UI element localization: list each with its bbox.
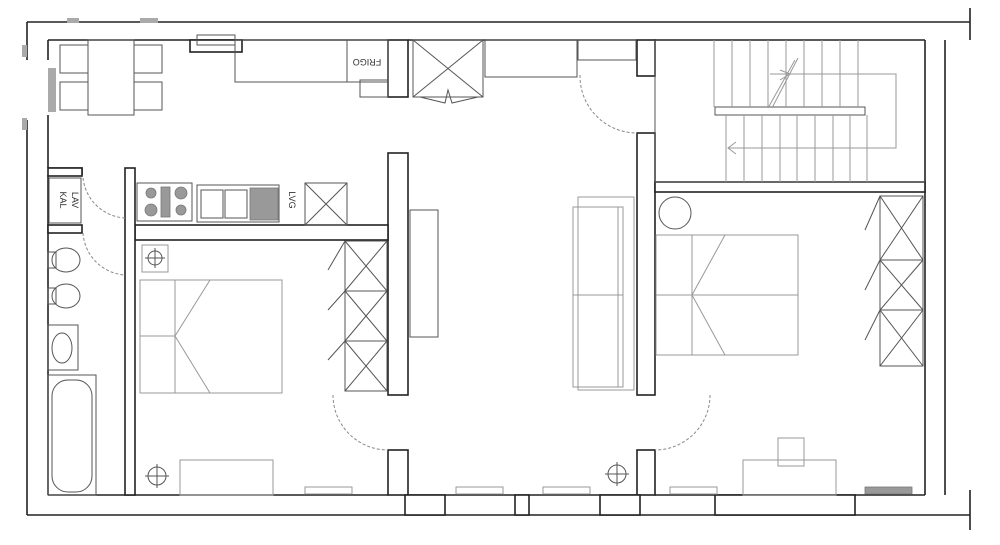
exterior-walls xyxy=(22,8,971,530)
bed-bedroom-1 xyxy=(139,279,283,394)
stove xyxy=(136,182,193,222)
washing-machine-label: LAV xyxy=(70,192,80,208)
kitchen-counter xyxy=(234,39,348,83)
dishwasher-label: LVG xyxy=(287,191,297,208)
ceiling-light-icon xyxy=(145,464,169,488)
closet xyxy=(359,39,637,104)
window xyxy=(22,45,27,57)
radiator xyxy=(48,68,56,112)
window xyxy=(140,18,158,23)
interior-walls xyxy=(47,39,926,516)
washbasin xyxy=(47,324,79,371)
bathtub xyxy=(47,374,97,496)
wardrobe-bedroom-2 xyxy=(864,195,924,367)
ceiling-light-icon xyxy=(141,244,169,273)
desk-bedroom-2 xyxy=(742,437,837,496)
tv-cabinet xyxy=(409,209,439,338)
wardrobe-bedroom-1 xyxy=(327,240,388,392)
boiler-washer: KAL LAV xyxy=(48,177,82,224)
fridge: FRIGO xyxy=(346,39,389,83)
dining-table xyxy=(59,39,163,116)
boiler-label: KAL xyxy=(58,191,68,208)
bidet xyxy=(47,283,81,309)
window xyxy=(22,118,27,130)
sofa xyxy=(572,196,635,391)
bed-bedroom-2 xyxy=(655,234,799,356)
ceiling-light-icon xyxy=(605,462,629,486)
toilet xyxy=(47,247,81,273)
desk xyxy=(179,459,274,496)
staircase xyxy=(654,40,925,183)
window xyxy=(67,18,79,23)
radiators xyxy=(304,486,913,495)
kitchen-cabinet xyxy=(304,182,348,226)
round-table xyxy=(658,196,692,230)
door-swings xyxy=(82,74,711,451)
fridge-label: FRIGO xyxy=(353,57,382,67)
sink xyxy=(196,184,280,223)
